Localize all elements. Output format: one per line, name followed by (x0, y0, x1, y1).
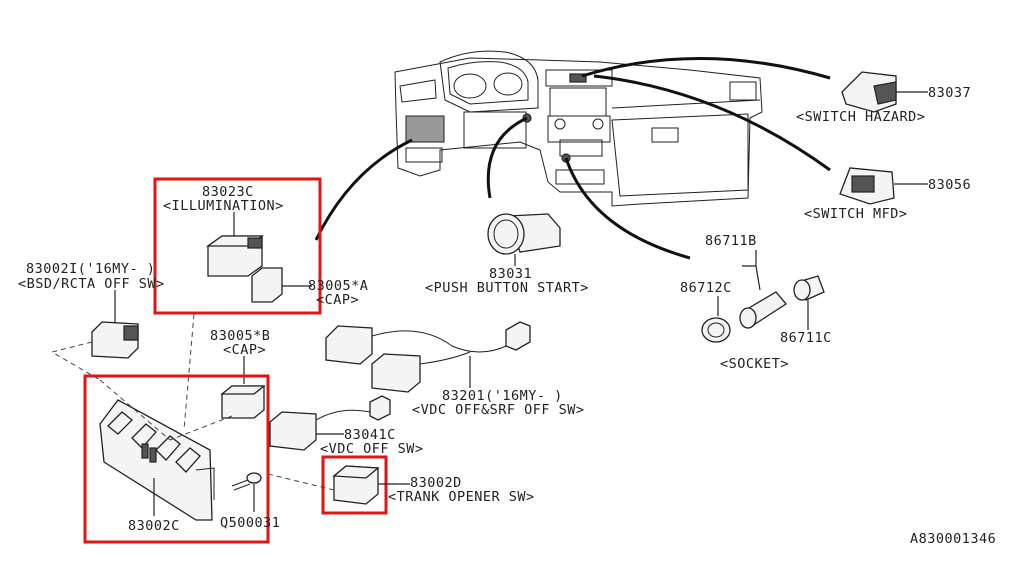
part-number-83037: 83037 (928, 85, 971, 101)
part-number-83201: 83201('16MY- ) (442, 388, 563, 404)
figure-id: A830001346 (910, 531, 996, 547)
part-number-86711b: 86711B (705, 233, 757, 249)
vdc-srf-switch-part (325, 321, 531, 393)
screw-part (231, 472, 262, 491)
part-number-83002i: 83002I('16MY- ) (26, 261, 155, 277)
leader-curve-socket (564, 157, 691, 260)
vdc-srf-label: <VDC OFF&SRF OFF SW> (412, 402, 585, 418)
bsd-rcta-switch-part (91, 321, 139, 359)
part-number-83023c: 83023C (202, 184, 254, 200)
part-number-83005b: 83005*B (210, 328, 270, 344)
switch-mfd-label: <SWITCH MFD> (804, 206, 908, 222)
part-number-83031: 83031 (489, 266, 532, 282)
part-number-q500031: Q500031 (220, 515, 280, 531)
highlight-trank-opener (321, 455, 388, 515)
switch-hazard-label: <SWITCH HAZARD> (796, 109, 925, 125)
dashboard-assembly (394, 50, 763, 207)
vdc-off-label: <VDC OFF SW> (320, 441, 424, 457)
socket-cap-part (701, 317, 731, 343)
bsd-rcta-label: <BSD/RCTA OFF SW> (18, 276, 165, 292)
part-number-86712c: 86712C (680, 280, 732, 296)
cap-a-label: <CAP> (316, 292, 359, 308)
push-button-start-label: <PUSH BUTTON START> (425, 280, 589, 296)
cap-a-part (251, 267, 283, 303)
illumination-part (205, 235, 265, 277)
part-number-83002c: 83002C (128, 518, 180, 534)
part-number-83002d: 83002D (410, 475, 462, 491)
part-number-83005a: 83005*A (308, 278, 368, 294)
trank-opener-switch-part (332, 465, 380, 505)
socket-label: <SOCKET> (720, 356, 789, 372)
switch-mfd-part (839, 167, 928, 205)
vdc-off-switch-part (269, 395, 391, 451)
leader-curve-hazard (581, 57, 831, 80)
highlight-bezel (83, 374, 270, 544)
illumination-label: <ILLUMINATION> (163, 198, 284, 214)
trank-opener-label: <TRANK OPENER SW> (388, 489, 535, 505)
switch-hazard-part (841, 71, 928, 113)
leader-curve-push-start (486, 116, 528, 199)
part-number-86711c: 86711C (780, 330, 832, 346)
bezel-part (99, 399, 215, 521)
leader-curve-illumination (314, 138, 413, 241)
leader-curve-mfd (593, 74, 831, 172)
cap-b-part (220, 385, 266, 419)
highlight-illumination (153, 177, 322, 315)
cap-b-label: <CAP> (223, 342, 266, 358)
push-button-start-part (487, 213, 561, 255)
part-number-83056: 83056 (928, 177, 971, 193)
socket-body-part (739, 291, 787, 329)
socket-plug-part (793, 275, 825, 301)
part-number-83041c: 83041C (344, 427, 396, 443)
